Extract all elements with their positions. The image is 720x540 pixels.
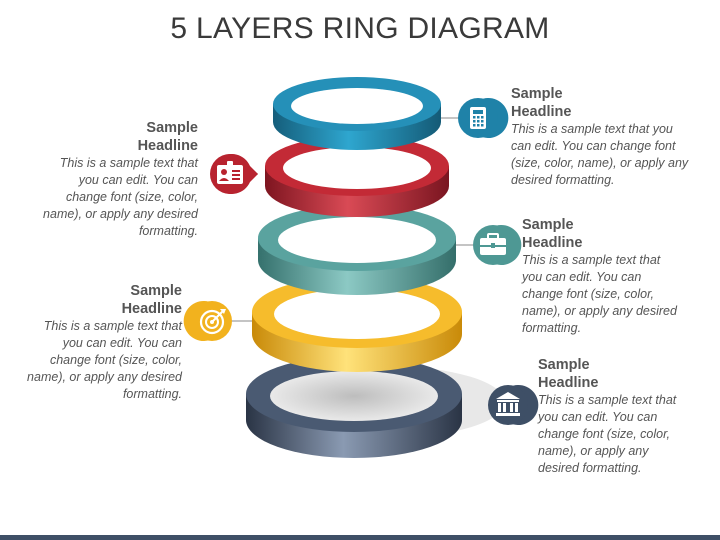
id-card-icon [210,154,258,194]
calculator-icon [458,98,509,139]
layer-4-body: This is a sample text that you can edit.… [27,319,182,401]
layer-1-headline: Sample Headline [511,86,572,120]
layer-4-text: Sample Headline This is a sample text th… [25,282,182,403]
page-title: 5 LAYERS RING DIAGRAM [170,12,550,45]
layer-5-headline: Sample Headline [538,357,599,391]
layer-2-body: This is a sample text that you can edit.… [43,156,198,238]
layer-2-headline: Sample Headline [137,120,198,154]
ring-layer-3 [258,205,456,295]
layer-1-text: Sample Headline This is a sample text th… [511,85,691,189]
layer-3-body: This is a sample text that you can edit.… [522,253,677,335]
briefcase-icon [473,225,522,265]
bank-icon [488,384,539,425]
layer-2-text: Sample Headline This is a sample text th… [40,119,198,240]
ring-layer-4 [252,276,462,372]
layer-3-headline: Sample Headline [522,217,583,251]
target-icon [183,301,232,342]
layer-1-body: This is a sample text that you can edit.… [511,122,689,187]
ring-layer-2 [265,136,449,217]
layer-5-body: This is a sample text that you can edit.… [538,393,677,475]
ring-layer-5 [246,356,505,458]
layer-4-headline: Sample Headline [121,283,182,317]
layer-5-text: Sample Headline This is a sample text th… [538,356,688,477]
layer-3-text: Sample Headline This is a sample text th… [522,216,680,337]
footer-bar [0,535,720,540]
ring-layer-1 [273,77,441,150]
